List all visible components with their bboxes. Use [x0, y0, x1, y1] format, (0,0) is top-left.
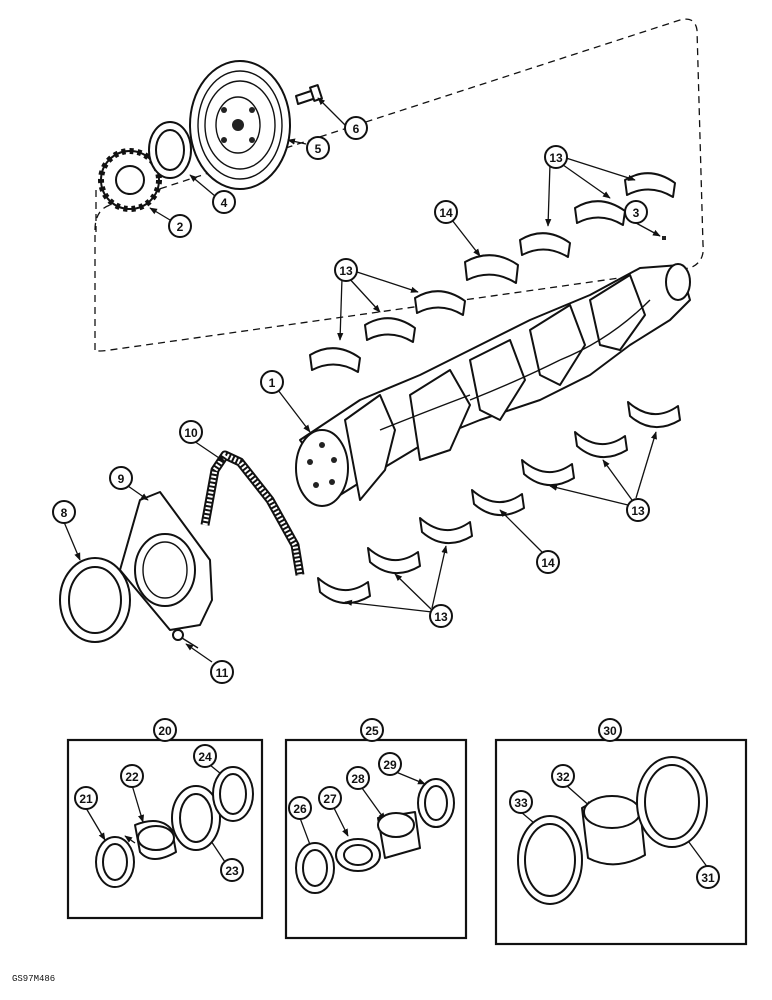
crankshaft-gear [98, 148, 162, 212]
callout-26[interactable]: 26 [288, 796, 312, 820]
svg-text:24: 24 [198, 750, 212, 764]
kit-box-30 [494, 738, 748, 946]
callout-20[interactable]: 20 [153, 718, 177, 742]
svg-text:5: 5 [315, 142, 322, 156]
kit-30-parts [517, 756, 708, 905]
callout-2[interactable]: 2 [168, 214, 192, 238]
svg-text:21: 21 [79, 792, 93, 806]
kit-box-25 [284, 738, 468, 940]
svg-text:9: 9 [118, 472, 125, 486]
callout-13-bottom-left[interactable]: 13 [429, 604, 453, 628]
callout-31[interactable]: 31 [696, 865, 720, 889]
lower-bearing-shells [317, 401, 681, 604]
vibration-damper [189, 60, 291, 190]
callout-32[interactable]: 32 [551, 764, 575, 788]
callout-23[interactable]: 23 [220, 858, 244, 882]
callout-13-bottom-right[interactable]: 13 [626, 498, 650, 522]
svg-text:4: 4 [221, 196, 228, 210]
svg-text:3: 3 [633, 206, 640, 220]
svg-text:13: 13 [631, 504, 645, 518]
svg-text:13: 13 [549, 151, 563, 165]
housing-screw [172, 629, 199, 649]
svg-text:14: 14 [541, 556, 555, 570]
callout-8[interactable]: 8 [52, 500, 76, 524]
svg-text:13: 13 [434, 610, 448, 624]
callout-22[interactable]: 22 [120, 764, 144, 788]
kit-25-parts [295, 778, 455, 894]
callout-1[interactable]: 1 [260, 370, 284, 394]
crankshaft [295, 263, 691, 507]
callout-24[interactable]: 24 [193, 744, 217, 768]
callout-13-middle[interactable]: 13 [334, 258, 358, 282]
svg-text:25: 25 [365, 724, 379, 738]
callout-29[interactable]: 29 [378, 752, 402, 776]
svg-text:30: 30 [603, 724, 617, 738]
svg-text:28: 28 [351, 772, 365, 786]
kit-20-parts [95, 766, 254, 888]
svg-text:32: 32 [556, 770, 570, 784]
callout-5[interactable]: 5 [306, 136, 330, 160]
callout-4[interactable]: 4 [212, 190, 236, 214]
svg-text:1: 1 [269, 376, 276, 390]
callout-28[interactable]: 28 [346, 766, 370, 790]
callout-14-top[interactable]: 14 [434, 200, 458, 224]
svg-text:31: 31 [701, 871, 715, 885]
svg-text:8: 8 [61, 506, 68, 520]
rear-cover-gasket [200, 450, 305, 576]
callout-13-top[interactable]: 13 [544, 145, 568, 169]
front-group-dashed-outline [94, 18, 704, 352]
callout-11[interactable]: 11 [210, 660, 234, 684]
callout-10[interactable]: 10 [179, 420, 203, 444]
figure-code: GS97M486 [12, 974, 56, 984]
callout-3[interactable]: 3 [624, 200, 648, 224]
callout-33[interactable]: 33 [509, 790, 533, 814]
svg-text:26: 26 [293, 802, 307, 816]
svg-text:2: 2 [177, 220, 184, 234]
callout-6[interactable]: 6 [344, 116, 368, 140]
svg-text:27: 27 [323, 792, 337, 806]
callout-9[interactable]: 9 [109, 466, 133, 490]
svg-text:14: 14 [439, 206, 453, 220]
svg-text:6: 6 [353, 122, 360, 136]
rear-oil-seal [59, 557, 131, 643]
callout-30[interactable]: 30 [598, 718, 622, 742]
svg-text:11: 11 [216, 666, 229, 680]
svg-text:20: 20 [158, 724, 172, 738]
svg-text:13: 13 [339, 264, 353, 278]
callout-21[interactable]: 21 [74, 786, 98, 810]
svg-text:10: 10 [184, 426, 198, 440]
svg-text:33: 33 [514, 796, 528, 810]
damper-bolt [295, 84, 323, 105]
svg-text:23: 23 [225, 864, 239, 878]
svg-text:29: 29 [383, 758, 397, 772]
callout-14-bottom[interactable]: 14 [536, 550, 560, 574]
callout-25[interactable]: 25 [360, 718, 384, 742]
callout-27[interactable]: 27 [318, 786, 342, 810]
rear-seal-housing [119, 491, 213, 631]
upper-bearing-shells [309, 172, 676, 373]
svg-text:22: 22 [125, 770, 139, 784]
spacer-ring [148, 121, 192, 179]
